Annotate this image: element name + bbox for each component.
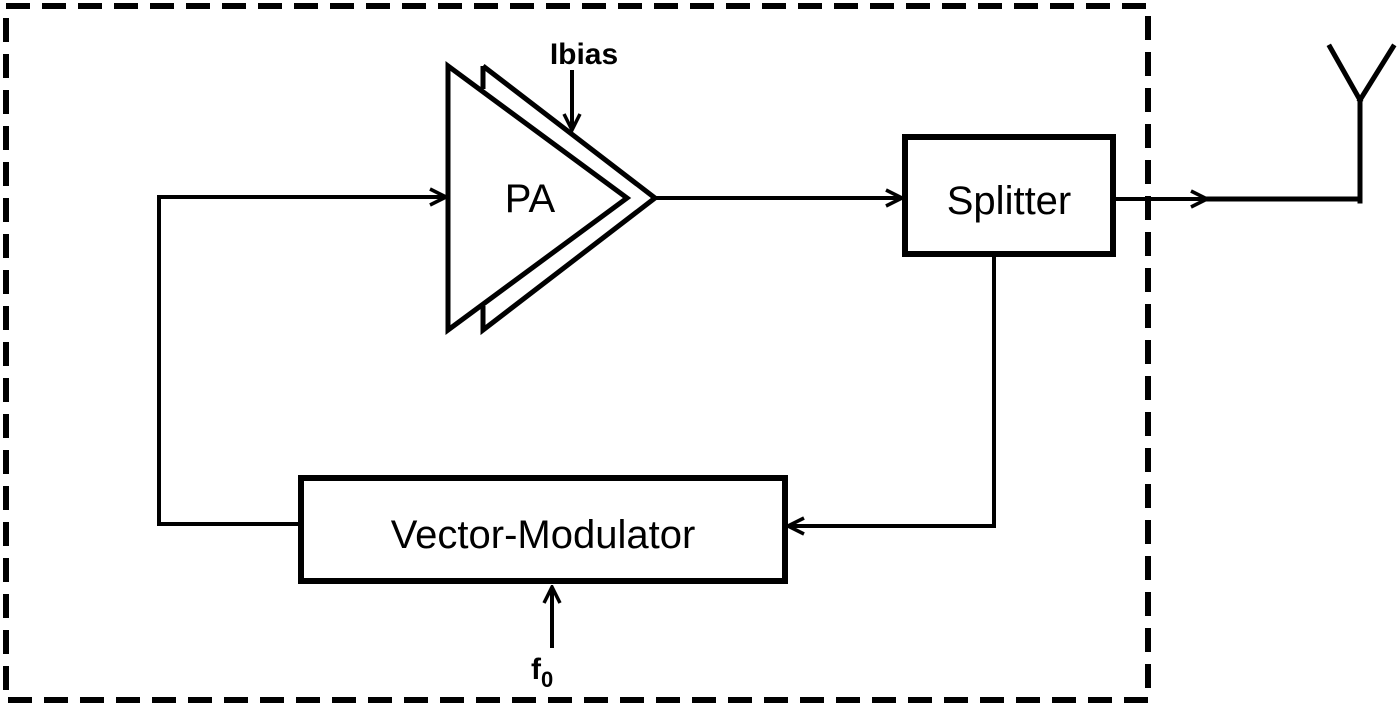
splitter-to-modulator-wire	[788, 254, 996, 526]
pa-label: PA	[505, 177, 556, 221]
splitter-block	[902, 134, 1116, 257]
dashed-enclosure	[3, 3, 1151, 703]
vector-modulator-label: Vector-Modulator	[391, 513, 696, 557]
splitter-label: Splitter	[947, 179, 1072, 223]
bias-label: Ibias	[550, 38, 618, 71]
modulator-to-pa-wire	[157, 197, 446, 526]
vector-modulator-block	[298, 475, 788, 584]
antenna-icon	[1326, 43, 1397, 204]
freq-label: f0	[531, 653, 553, 692]
pa-amplifier-back-outline	[480, 64, 660, 336]
pa-amplifier-triangle	[445, 61, 632, 335]
